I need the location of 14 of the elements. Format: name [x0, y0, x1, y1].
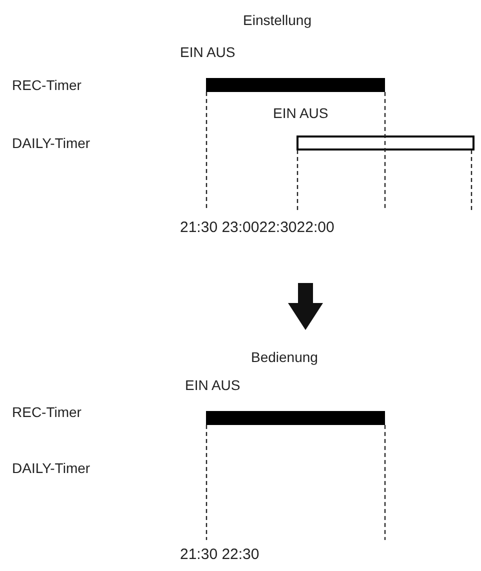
- timer-bar: [206, 411, 385, 425]
- state-label: EIN AUS: [180, 44, 236, 60]
- time-label: 21:30 22:30: [180, 547, 260, 563]
- row-label: REC-Timer: [12, 404, 82, 420]
- row-label: DAILY-Timer: [12, 460, 90, 476]
- section-heading: Einstellung: [243, 12, 312, 28]
- row-label: REC-Timer: [12, 77, 82, 93]
- time-label: 21:30 23:0022:3022:00: [180, 220, 334, 236]
- timer-bar: [206, 78, 385, 92]
- timer-bar: [296, 136, 474, 150]
- section-heading: Bedienung: [251, 349, 318, 365]
- state-label: EIN AUS: [185, 377, 240, 393]
- row-label: DAILY-Timer: [12, 135, 90, 151]
- state-label: EIN AUS: [273, 105, 328, 121]
